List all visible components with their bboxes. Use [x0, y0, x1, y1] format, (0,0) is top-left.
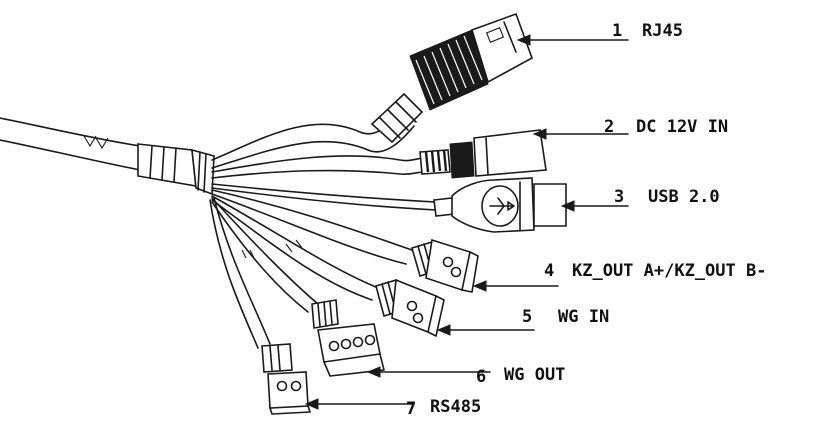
terminal-block-6 — [311, 299, 385, 377]
label-number-6: 6 — [476, 367, 486, 387]
label-name-dc-12v-in: DC 12V IN — [636, 117, 728, 137]
label-name-wg-out: WG OUT — [504, 365, 565, 385]
usb-connector — [433, 177, 567, 233]
label-name-rj45: RJ45 — [642, 21, 683, 41]
main-cable — [0, 117, 141, 171]
rj45-connector — [370, 12, 533, 144]
label-name-wg-in: WG IN — [558, 307, 609, 327]
label-name-rs485: RS485 — [430, 397, 481, 417]
callout-labels: 1 RJ45 2 DC 12V IN 3 USB 2.0 4 KZ_OUT A+… — [406, 21, 766, 419]
label-number-1: 1 — [612, 21, 622, 41]
cable-boot — [137, 143, 215, 196]
label-number-4: 4 — [544, 261, 554, 281]
terminal-block-5 — [375, 278, 445, 337]
label-number-2: 2 — [604, 117, 614, 137]
leader-lines — [304, 34, 629, 410]
label-number-7: 7 — [406, 399, 416, 419]
terminal-block-4 — [411, 238, 479, 293]
wires — [209, 109, 437, 349]
label-number-5: 5 — [522, 307, 532, 327]
terminal-block-7 — [261, 343, 311, 415]
label-name-kz-out: KZ_OUT A+/KZ_OUT B- — [572, 261, 766, 281]
label-name-usb: USB 2.0 — [648, 187, 720, 207]
dc-jack — [419, 129, 547, 179]
label-number-3: 3 — [614, 187, 624, 207]
